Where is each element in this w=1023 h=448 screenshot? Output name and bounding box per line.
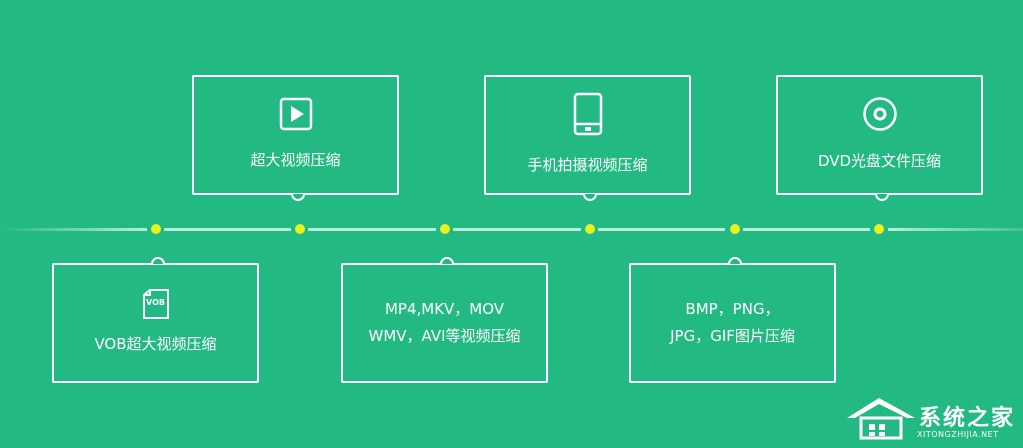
feature-card-dvd[interactable]: DVD光盘文件压缩 (776, 75, 983, 201)
timeline-segment (308, 228, 436, 231)
timeline-segment (598, 228, 725, 231)
timeline-dot (151, 224, 161, 234)
card-notch (582, 194, 597, 201)
feature-card-label: 超大视频压缩 (250, 150, 341, 169)
timeline-dot (730, 224, 740, 234)
feature-card-line2: WMV，AVI等视频压缩 (368, 327, 521, 345)
vob-icon-text: VOB (146, 297, 165, 307)
watermark-url: XITONGZHIJIA.NET (917, 430, 999, 439)
feature-card-line1: MP4,MKV，MOV (384, 300, 505, 318)
timeline-segment (164, 228, 291, 231)
timeline-dot (874, 224, 884, 234)
feature-card-label: DVD光盘文件压缩 (817, 151, 942, 170)
feature-card-phone-video[interactable]: 手机拍摄视频压缩 (484, 75, 691, 201)
disc-icon (862, 96, 898, 136)
feature-card-large-video[interactable]: 超大视频压缩 (192, 75, 399, 201)
feature-card-video-formats[interactable]: MP4,MKV，MOV WMV，AVI等视频压缩 (341, 257, 548, 383)
card-notch (727, 257, 742, 264)
feature-card-line2: JPG，GIF图片压缩 (670, 327, 795, 345)
timeline-segment (0, 228, 147, 231)
watermark: 系统之家 XITONGZHIJIA.NET (845, 388, 1023, 448)
timeline-segment (888, 228, 1023, 231)
timeline-dot (295, 224, 305, 234)
timeline (0, 228, 1023, 231)
timeline-dot (585, 224, 595, 234)
card-notch (290, 194, 305, 201)
card-notch (439, 257, 454, 264)
play-video-icon (279, 97, 313, 135)
feature-card-line1: BMP，PNG， (685, 300, 780, 318)
timeline-segment (743, 228, 870, 231)
feature-card-label: 手机拍摄视频压缩 (527, 155, 648, 174)
card-notch (874, 194, 889, 201)
vob-file-icon: VOB (142, 288, 170, 323)
feature-card-image-formats[interactable]: BMP，PNG， JPG，GIF图片压缩 (629, 257, 836, 383)
timeline-segment (453, 228, 581, 231)
card-notch (150, 257, 165, 264)
feature-card-label: VOB超大视频压缩 (94, 334, 217, 353)
watermark-name: 系统之家 (919, 406, 1016, 431)
timeline-dot (440, 224, 450, 234)
house-logo-icon (845, 394, 917, 444)
mobile-phone-icon (573, 92, 603, 140)
feature-card-vob[interactable]: VOB VOB超大视频压缩 (52, 257, 259, 383)
